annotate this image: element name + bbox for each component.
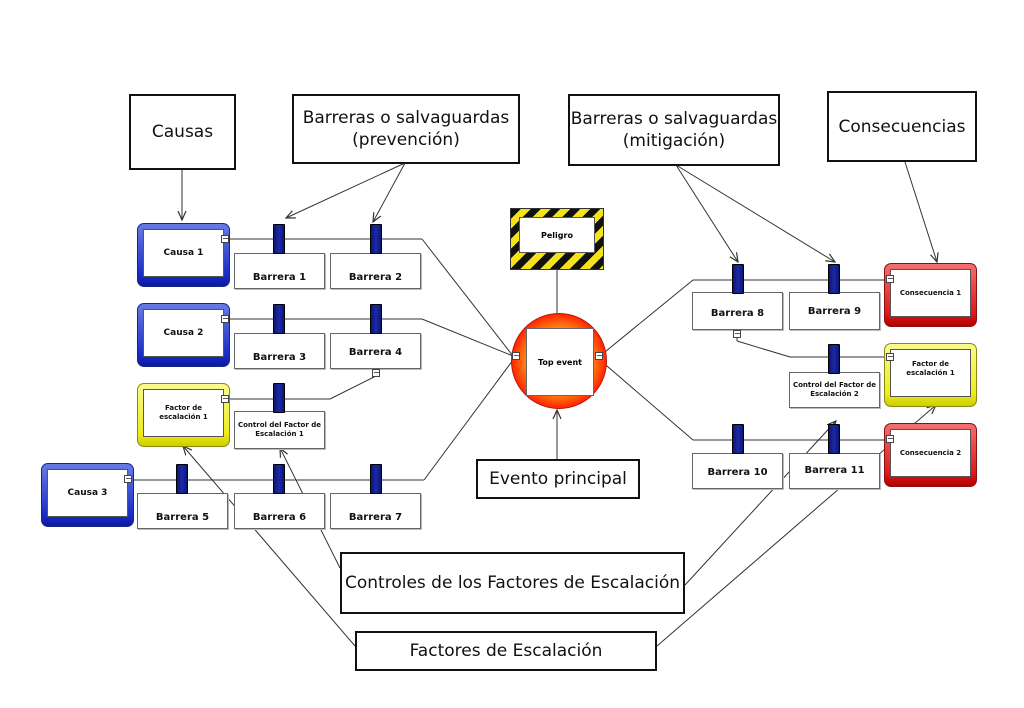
callout-barreras-prevencion: Barreras o salvaguardas (prevención)	[292, 94, 520, 164]
barrier-box[interactable]: Barrera 7	[330, 493, 421, 529]
collapse-icon[interactable]: −	[886, 352, 894, 361]
escalation-factor-label: Factor de escalación 1	[143, 389, 224, 437]
top-event-label: Top event	[526, 328, 594, 396]
collapse-icon[interactable]: −	[733, 329, 741, 338]
barrier-box[interactable]: Barrera 6	[234, 493, 325, 529]
barrier-post	[828, 264, 840, 294]
barrier-post	[828, 424, 840, 454]
barrier-box[interactable]: Barrera 8	[692, 292, 783, 330]
barrier-post	[273, 383, 285, 413]
collapse-icon[interactable]: −	[372, 368, 380, 377]
barrier-box[interactable]: Barrera 5	[137, 493, 228, 529]
barrier-post	[828, 344, 840, 374]
barrier-post	[273, 224, 285, 254]
barrier-box[interactable]: Barrera 1	[234, 253, 325, 289]
consequence-label: Consecuencia 1	[890, 269, 971, 317]
barrier-post	[273, 464, 285, 494]
cause-label: Causa 3	[47, 469, 128, 517]
collapse-icon[interactable]: −	[886, 274, 894, 283]
cause-label: Causa 1	[143, 229, 224, 277]
collapse-icon[interactable]: −	[886, 434, 894, 443]
barrier-box[interactable]: Barrera 10	[692, 453, 783, 489]
escalation-factor-label: Factor de escalación 1	[890, 349, 971, 397]
consequence-node[interactable]: Consecuencia 1	[884, 263, 977, 327]
hazard-box[interactable]: Peligro	[510, 208, 604, 270]
cause-node[interactable]: Causa 3	[41, 463, 134, 527]
barrier-box[interactable]: Barrera 3	[234, 333, 325, 369]
collapse-icon[interactable]: −	[512, 351, 520, 360]
cause-node[interactable]: Causa 2	[137, 303, 230, 367]
barrier-post	[732, 264, 744, 294]
collapse-icon[interactable]: −	[221, 234, 229, 243]
callout-causas: Causas	[129, 94, 236, 170]
hazard-label: Peligro	[519, 217, 595, 253]
consequence-label: Consecuencia 2	[890, 429, 971, 477]
escalation-factor-node[interactable]: Factor de escalación 1	[884, 343, 977, 407]
callout-evento-principal: Evento principal	[476, 459, 640, 499]
callout-controles: Controles de los Factores de Escalación	[340, 552, 685, 614]
collapse-icon[interactable]: −	[124, 474, 132, 483]
escalation-control-box[interactable]: Control del Factor de Escalación 1	[234, 411, 325, 449]
barrier-post	[370, 224, 382, 254]
cause-label: Causa 2	[143, 309, 224, 357]
escalation-control-box[interactable]: Control del Factor de Escalación 2	[789, 372, 880, 408]
barrier-box[interactable]: Barrera 9	[789, 292, 880, 330]
collapse-icon[interactable]: −	[595, 351, 603, 360]
collapse-icon[interactable]: −	[221, 394, 229, 403]
barrier-post	[370, 464, 382, 494]
barrier-box[interactable]: Barrera 2	[330, 253, 421, 289]
collapse-icon[interactable]: −	[221, 314, 229, 323]
escalation-factor-node[interactable]: Factor de escalación 1	[137, 383, 230, 447]
barrier-post	[176, 464, 188, 494]
consequence-node[interactable]: Consecuencia 2	[884, 423, 977, 487]
barrier-post	[370, 304, 382, 334]
callout-barreras-mitigacion: Barreras o salvaguardas (mitigación)	[568, 94, 780, 166]
barrier-box[interactable]: Barrera 11	[789, 453, 880, 489]
barrier-post	[273, 304, 285, 334]
callout-factores: Factores de Escalación	[355, 631, 657, 671]
barrier-box[interactable]: Barrera 4	[330, 333, 421, 369]
barrier-post	[732, 424, 744, 454]
top-event-node[interactable]: Top event	[511, 313, 607, 409]
callout-consecuencias: Consecuencias	[827, 91, 977, 162]
cause-node[interactable]: Causa 1	[137, 223, 230, 287]
